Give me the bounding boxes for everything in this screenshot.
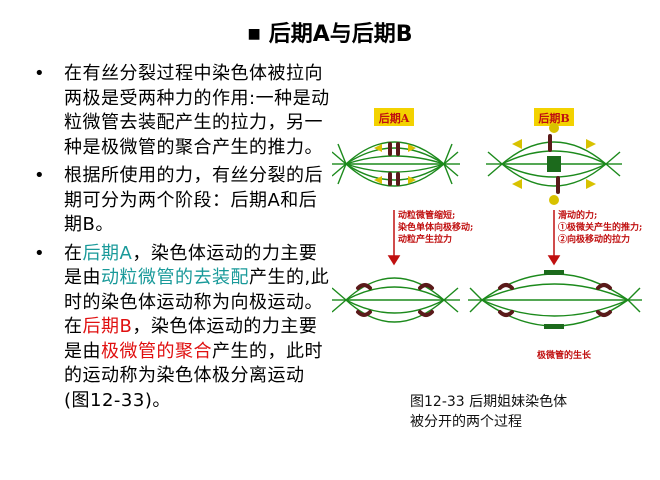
note-b-line-1: 滑动的力; [558, 209, 597, 221]
label-b-text: 后期B [538, 111, 569, 125]
down-arrows [387, 210, 561, 266]
note-a-line-1: 动粒微管缩短; [398, 209, 455, 221]
label-b-box [534, 108, 574, 126]
bullet-2-text: 根据所使用的力，有丝分裂的后期可分为两个阶段：后期A和后期B。 [64, 165, 323, 235]
bullet-3-seg-3: ，染色体运动的力主要是由 [64, 242, 318, 289]
note-b: 滑动的力; ①极微关产生的推力; ②向极移动的拉力 [558, 209, 642, 245]
slide-title: ■ 后期A与后期B [0, 16, 660, 48]
term-polar-polymerization: 极微管的聚合 [101, 340, 212, 362]
label-a-text: 后期A [379, 111, 410, 125]
caption-line-2: 被分开的两个过程 [410, 414, 522, 430]
title-bullet-icon: ■ [247, 26, 261, 42]
note-b-bottom: 极微管的生长 [537, 349, 592, 361]
bullet-dot-icon: • [34, 242, 46, 264]
bullet-3-seg-9: 产生的，此时的运动称为染色体极分离运动(图12-33)。 [64, 340, 323, 411]
bullet-item-1: • 在有丝分裂过程中染色体被拉向两极是受两种力的作用:一种是动粒微管去装配产生的… [30, 62, 330, 160]
note-a: 动粒微管缩短; 染色单体向极移动; 动粒产生拉力 [397, 209, 473, 245]
spindle-a-top [330, 141, 460, 187]
chromosomes-b-bottom [498, 283, 612, 317]
midzone-b-top [547, 156, 561, 172]
label-a-box [374, 108, 414, 126]
term-anaphase-b: 后期B [82, 316, 133, 337]
bullet-item-3: • 在后期A，染色体运动的力主要是由动粒微管的去装配产生的,此时的染色体运动称为… [30, 242, 330, 414]
bullet-dot-icon: • [34, 165, 46, 186]
figure-caption: 图12-33 后期姐妹染色体 被分开的两个过程 [410, 392, 567, 432]
bullet-3-seg-7: ，染色体运动的力主要是由 [64, 316, 318, 362]
bullet-dot-icon: • [34, 63, 46, 84]
bullet-list: • 在有丝分裂过程中染色体被拉向两极是受两种力的作用:一种是动粒微管去装配产生的… [30, 62, 330, 417]
arrows-a-top [374, 144, 416, 184]
note-a-line-2: 染色单体向极移动; [397, 221, 473, 233]
anaphase-figure: 后期A 后期B [330, 92, 642, 378]
title-text: 后期A与后期B [268, 22, 413, 47]
chromosomes-a-top [388, 142, 400, 186]
note-b-line-3: ②向极移动的拉力 [558, 233, 630, 245]
bullet-3-seg-1: 在 [64, 242, 83, 264]
arrows-b-top [512, 123, 596, 205]
spindle-a-bottom [330, 277, 460, 323]
spindle-b-bottom [468, 273, 642, 327]
term-kinetochore-disassembly: 动粒微管的去装配 [101, 267, 249, 288]
note-b-line-2: ①极微关产生的推力; [558, 221, 642, 233]
midzone-b-bottom [544, 270, 564, 329]
bullet-1-text: 在有丝分裂过程中染色体被拉向两极是受两种力的作用:一种是动粒微管去装配产生的拉力… [64, 63, 330, 158]
term-anaphase-a: 后期A [82, 242, 133, 264]
anaphase-diagram: 后期A 后期B [330, 108, 642, 361]
bullet-item-2: • 根据所使用的力，有丝分裂的后期可分为两个阶段：后期A和后期B。 [30, 164, 330, 238]
note-a-line-3: 动粒产生拉力 [398, 233, 452, 245]
chromosomes-b-top [548, 134, 560, 194]
bullet-3-seg-5: 产生的,此时的染色体运动称为向极运动。在 [64, 267, 330, 337]
chromosomes-a-bottom [356, 283, 434, 317]
caption-line-1: 图12-33 后期姐妹染色体 [410, 394, 568, 410]
